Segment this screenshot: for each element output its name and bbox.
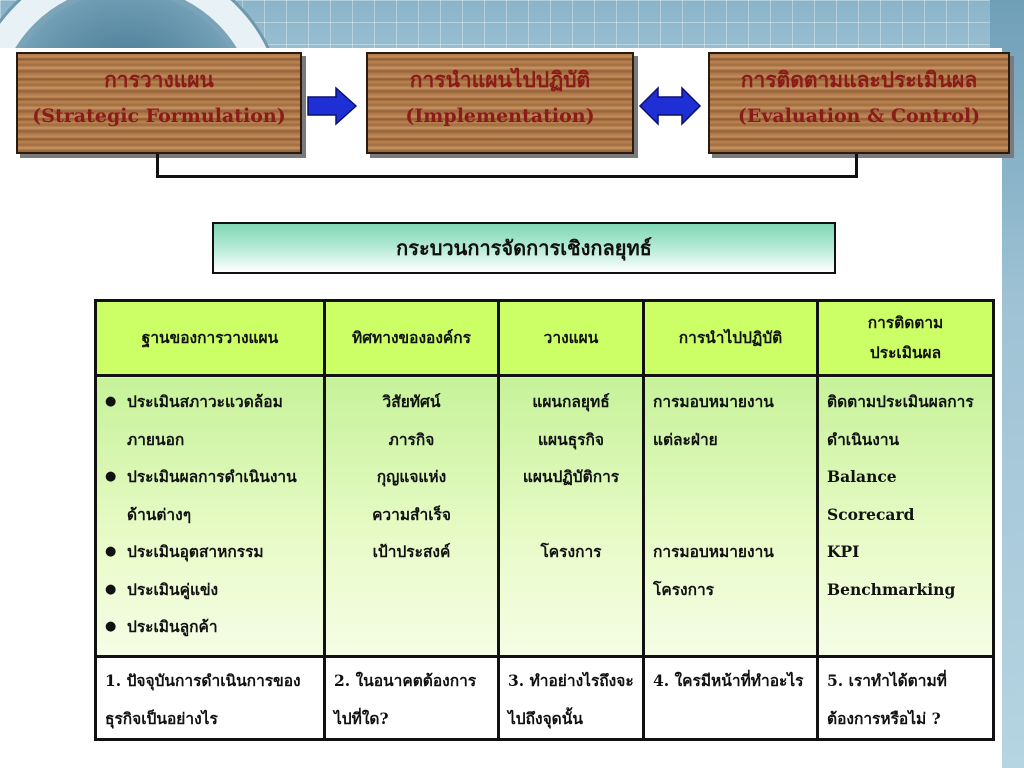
list-item: กุญแจแห่ง bbox=[376, 467, 447, 486]
flow-box-english-label: (Evaluation & Control) bbox=[737, 105, 981, 127]
list-item: การมอบหมายงานโครงการ bbox=[653, 542, 774, 599]
question-cell: 3. ทำอย่างไรถึงจะไปถึงจุดนั้น bbox=[497, 655, 645, 741]
table-footer-row: 1. ปัจจุบันการดำเนินการของธุรกิจเป็นอย่า… bbox=[94, 655, 995, 741]
page-title: กระบวนการจัดการเชิงกลยุทธ์ bbox=[212, 222, 836, 274]
double-arrow-icon bbox=[638, 86, 702, 126]
strategy-table: ฐานของการวางแผน ทิศทางขององค์กร วางแผน ก… bbox=[94, 299, 995, 741]
list-item: วิสัยทัศน์ bbox=[382, 392, 441, 411]
evaluation-cell: ติดตามประเมินผลการดำเนินงาน Balance Scor… bbox=[816, 374, 995, 658]
list-item: ประเมินสภาวะแวดล้อมภายนอก bbox=[105, 383, 315, 458]
flow-box-thai-label: การวางแผน bbox=[104, 67, 214, 92]
list-item: ประเมินคู่แข่ง bbox=[105, 571, 315, 609]
header-cell: การนำไปปฏิบัติ bbox=[642, 299, 819, 377]
list-item: ความสำเร็จ bbox=[372, 504, 451, 524]
planning-cell: แผนกลยุทธ์ แผนธุรกิจ แผนปฏิบัติการ โครงก… bbox=[497, 374, 645, 658]
list-item: ประเมินอุตสาหกรรม bbox=[105, 533, 315, 571]
flow-box-thai-label: การติดตามและประเมินผล bbox=[740, 67, 978, 92]
list-item: KPI bbox=[827, 542, 860, 561]
list-item: การมอบหมายงานแต่ละฝ่าย bbox=[653, 392, 774, 449]
planning-basis-cell: ประเมินสภาวะแวดล้อมภายนอก ประเมินผลการดำ… bbox=[94, 374, 326, 658]
list-item: ประเมินลูกค้า bbox=[105, 608, 315, 646]
implementation-cell: การมอบหมายงานแต่ละฝ่าย การมอบหมายงานโครง… bbox=[642, 374, 819, 658]
question-cell: 1. ปัจจุบันการดำเนินการของธุรกิจเป็นอย่า… bbox=[94, 655, 326, 741]
flow-box-evaluation-control: การติดตามและประเมินผล (Evaluation & Cont… bbox=[708, 52, 1010, 154]
header-cell: การติดตามประเมินผล bbox=[816, 299, 995, 377]
flow-box-thai-label: การนำแผนไปปฏิบัติ bbox=[409, 67, 591, 92]
list-item: Balance bbox=[827, 467, 897, 486]
list-item: Scorecard bbox=[827, 504, 915, 524]
flow-box-english-label: (Strategic Formulation) bbox=[32, 105, 286, 127]
list-item: แผนปฏิบัติการ bbox=[522, 467, 620, 486]
list-item: ภารกิจ bbox=[388, 429, 435, 449]
list-item: เป้าประสงค์ bbox=[372, 542, 451, 561]
flow-box-strategic-formulation: การวางแผน (Strategic Formulation) bbox=[16, 52, 302, 154]
question-cell: 5. เราทำได้ตามที่ต้องการหรือไม่ ? bbox=[816, 655, 995, 741]
table-header-row: ฐานของการวางแผน ทิศทางขององค์กร วางแผน ก… bbox=[94, 299, 995, 377]
header-cell: วางแผน bbox=[497, 299, 645, 377]
list-item: โครงการ bbox=[540, 542, 602, 561]
feedback-loop-line bbox=[156, 154, 858, 178]
question-cell: 4. ใครมีหน้าที่ทำอะไร bbox=[642, 655, 819, 741]
header-cell: ฐานของการวางแผน bbox=[94, 299, 326, 377]
header-cell: ทิศทางขององค์กร bbox=[323, 299, 500, 377]
list-item: ติดตามประเมินผลการดำเนินงาน bbox=[827, 392, 974, 449]
list-item: แผนกลยุทธ์ bbox=[532, 392, 610, 411]
question-cell: 2. ในอนาคตต้องการไปที่ใด? bbox=[323, 655, 500, 741]
flow-box-implementation: การนำแผนไปปฏิบัติ (Implementation) bbox=[366, 52, 634, 154]
flow-box-english-label: (Implementation) bbox=[405, 105, 595, 127]
organization-direction-cell: วิสัยทัศน์ ภารกิจ กุญแจแห่ง ความสำเร็จ เ… bbox=[323, 374, 500, 658]
right-arrow-icon bbox=[307, 86, 358, 126]
list-item: Benchmarking bbox=[827, 579, 956, 599]
list-item: ประเมินผลการดำเนินงานด้านต่างๆ bbox=[105, 458, 315, 533]
list-item: แผนธุรกิจ bbox=[538, 429, 604, 449]
table-body-row: ประเมินสภาวะแวดล้อมภายนอก ประเมินผลการดำ… bbox=[94, 374, 995, 658]
